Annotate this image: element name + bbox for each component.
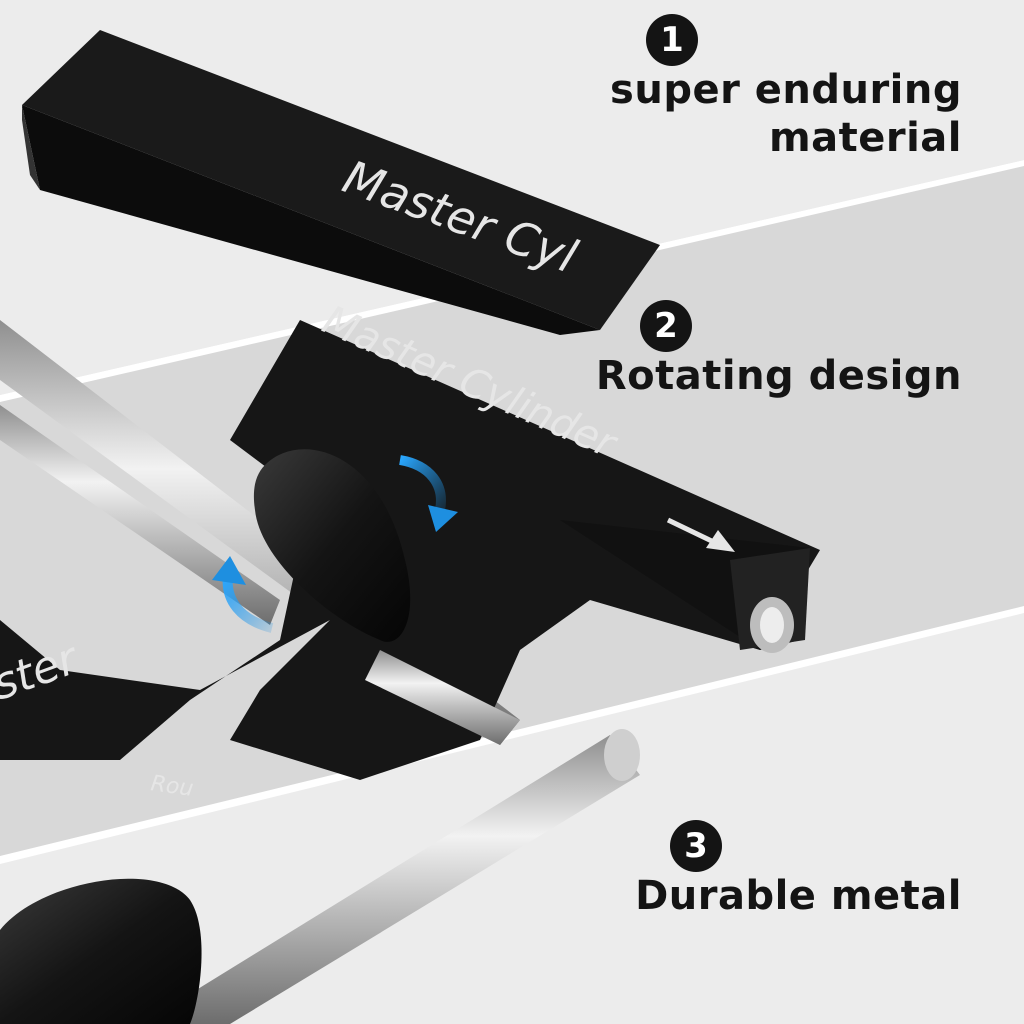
feature-1-caption-line1: super enduring	[610, 67, 962, 113]
feature-2: 2 Rotating design	[596, 300, 962, 400]
rotate-arrow-icon	[212, 455, 458, 633]
feature-2-number-badge: 2	[640, 300, 692, 352]
thumb-knob	[253, 449, 411, 642]
direction-arrow-icon	[666, 517, 735, 552]
feature-1-caption-line2: material	[768, 115, 962, 161]
lower-rod	[365, 650, 520, 745]
engraving-small: Rou	[149, 771, 195, 802]
feature-3: 3 Durable metal	[635, 820, 962, 920]
band-divider-bottom	[0, 606, 1024, 864]
feature-3-number-badge: 3	[670, 820, 722, 872]
feature-3-caption: Durable metal	[635, 873, 962, 919]
bottom-rod	[180, 729, 640, 1024]
feature-2-caption: Rotating design	[595, 353, 962, 399]
bottom-knob	[0, 878, 202, 1024]
feature-1-number-badge: 1	[646, 14, 698, 66]
feature-1: 1 super enduring material	[610, 14, 962, 162]
